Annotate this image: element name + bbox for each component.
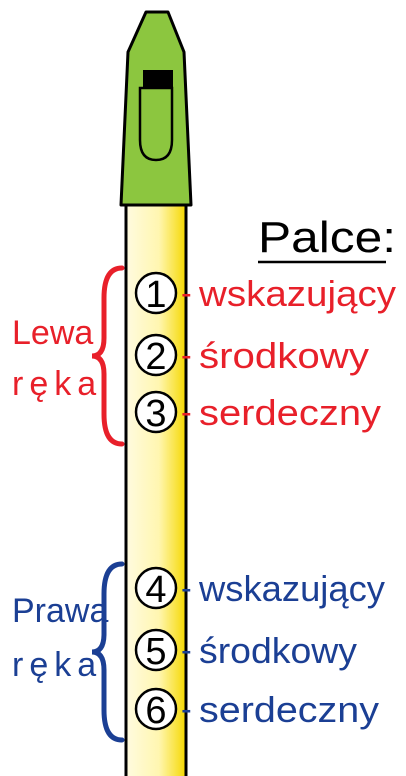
left-hand-brace bbox=[91, 265, 125, 447]
finger-dash: - bbox=[181, 337, 192, 373]
finger-number: 2 bbox=[145, 336, 166, 378]
title-palce: Palce: bbox=[258, 213, 396, 262]
left-hand-label-line1: Lewa bbox=[12, 314, 93, 352]
finger-name: wskazujący bbox=[198, 568, 385, 609]
finger-number-circle bbox=[134, 333, 178, 377]
finger-number-circle bbox=[134, 566, 178, 610]
finger-label-5: - środkowy bbox=[181, 630, 357, 671]
finger-number-circle bbox=[134, 390, 178, 434]
finger-number-circle bbox=[134, 628, 178, 672]
finger-name: środkowy bbox=[199, 630, 357, 671]
finger-dash: - bbox=[181, 691, 192, 727]
whistle-mouthpiece bbox=[119, 10, 193, 207]
finger-label-4: - wskazujący bbox=[181, 568, 385, 609]
finger-number-circle bbox=[134, 271, 178, 315]
finger-dash: - bbox=[181, 394, 192, 430]
finger-dash: - bbox=[181, 570, 192, 606]
right-hand-group: Prawa ręka 4 - wskazujący 5 - środkowy 6… bbox=[12, 561, 385, 743]
finger-label-1: - wskazujący bbox=[181, 273, 396, 314]
finger-number: 1 bbox=[145, 274, 166, 316]
finger-hole-2: 2 bbox=[134, 333, 178, 378]
finger-number: 4 bbox=[145, 569, 166, 611]
left-hand-group: Lewa ręka 1 - wskazujący 2 - środkowy 3 … bbox=[12, 265, 396, 447]
finger-label-2: - środkowy bbox=[181, 335, 369, 376]
left-hand-label-line2: ręka bbox=[12, 365, 102, 403]
finger-number: 6 bbox=[145, 690, 166, 732]
finger-label-6: - serdeczny bbox=[181, 689, 379, 730]
whistle-windway-slot bbox=[143, 70, 173, 88]
right-hand-brace bbox=[91, 561, 125, 743]
finger-name: serdeczny bbox=[199, 689, 379, 730]
finger-hole-1: 1 bbox=[134, 271, 178, 316]
finger-name: wskazujący bbox=[198, 273, 396, 314]
finger-label-3: - serdeczny bbox=[181, 392, 381, 433]
finger-number: 5 bbox=[145, 631, 166, 673]
finger-hole-5: 5 bbox=[134, 628, 178, 673]
finger-name: środkowy bbox=[199, 335, 369, 376]
finger-hole-6: 6 bbox=[134, 687, 178, 732]
finger-hole-3: 3 bbox=[134, 390, 178, 435]
finger-dash: - bbox=[181, 632, 192, 668]
finger-dash: - bbox=[181, 275, 192, 311]
finger-hole-4: 4 bbox=[134, 566, 178, 611]
whistle-windway-window bbox=[138, 86, 174, 162]
right-hand-label-line2: ręka bbox=[12, 646, 102, 684]
finger-number-circle bbox=[134, 687, 178, 731]
right-hand-label-line1: Prawa bbox=[12, 592, 108, 630]
finger-name: serdeczny bbox=[199, 392, 381, 433]
finger-number: 3 bbox=[145, 393, 166, 435]
